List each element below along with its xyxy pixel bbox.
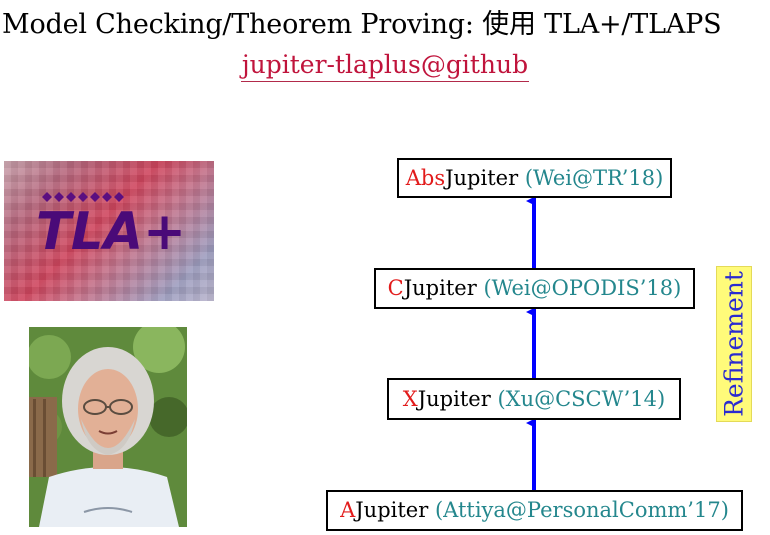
portrait-photo — [29, 327, 187, 527]
node-name: Jupiter — [417, 386, 491, 411]
page-title: Model Checking/Theorem Proving: 使用 TLA+/… — [2, 9, 722, 40]
repo-link-container: jupiter-tlaplus@github — [0, 50, 770, 82]
node-prefix: X — [402, 386, 418, 411]
repo-link[interactable]: jupiter-tlaplus@github — [240, 50, 530, 82]
node-name: Jupiter — [403, 276, 477, 300]
refinement-label: Refinement — [719, 271, 749, 417]
tla-logo-graphic: TLA+ — [36, 192, 186, 262]
node-citation: (Wei@TR’18) — [524, 165, 664, 190]
node-name: Jupiter — [445, 165, 519, 190]
logo-text: TLA+ — [36, 202, 186, 262]
node-prefix: Abs — [405, 165, 446, 190]
tla-plus-logo: TLA+ — [4, 161, 214, 301]
node-name: Jupiter — [355, 498, 429, 522]
portrait-illustration — [29, 327, 187, 527]
node-prefix: C — [387, 276, 404, 300]
node-citation: (Xu@CSCW’14) — [497, 386, 666, 411]
refinement-label-box: Refinement — [716, 266, 752, 422]
node-prefix: A — [340, 498, 356, 522]
node-citation: (Attiya@PersonalComm’17) — [434, 498, 729, 522]
node-citation: (Wei@OPODIS’18) — [483, 276, 682, 300]
logo-diamonds — [42, 192, 124, 202]
